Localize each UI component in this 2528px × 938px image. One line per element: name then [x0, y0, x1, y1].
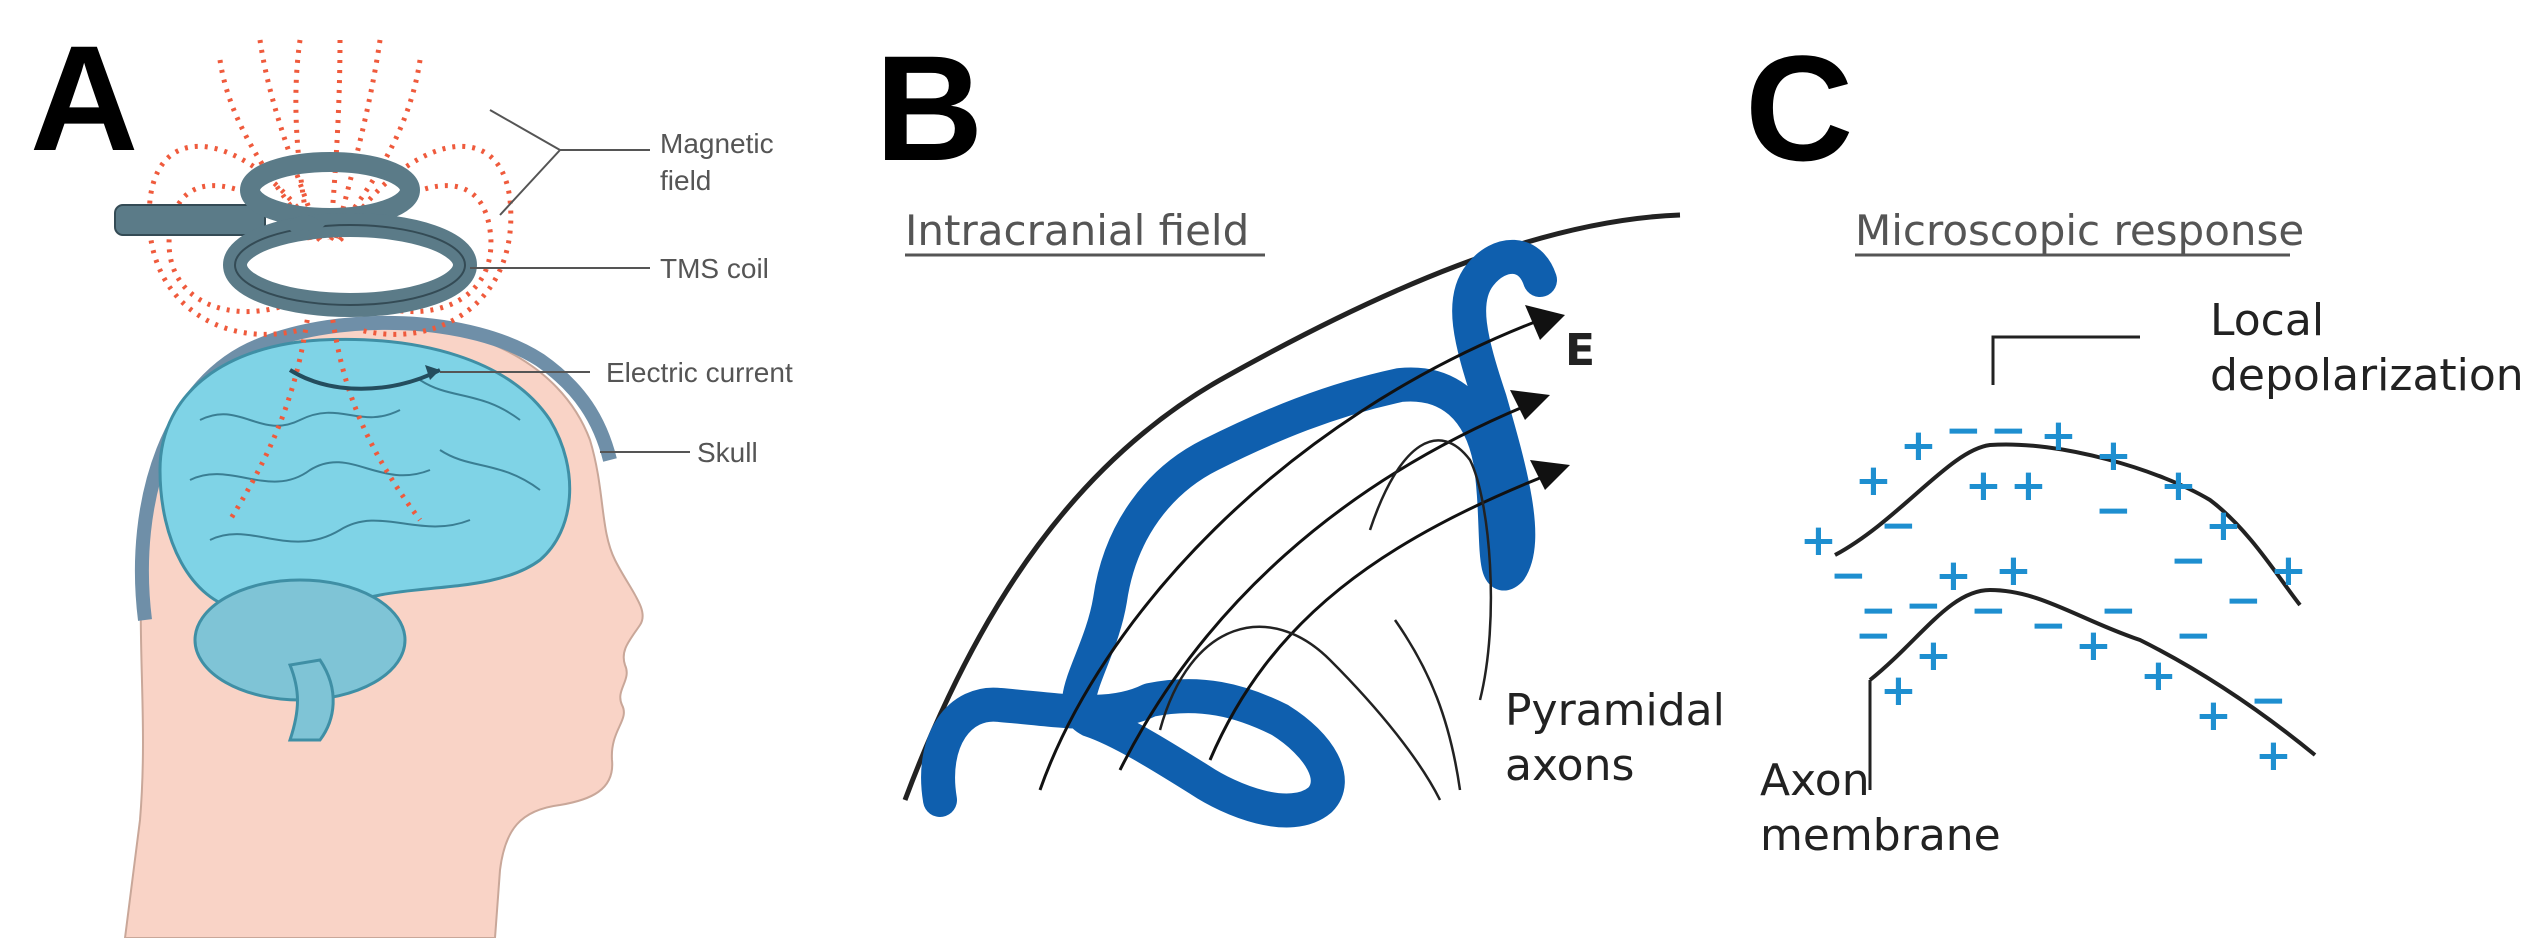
sign-plus: + — [1915, 630, 1952, 681]
sign-minus: − — [2170, 535, 2207, 586]
e-field-lines — [1038, 318, 1561, 791]
sign-plus: + — [2255, 730, 2292, 781]
label-magnetic-field-2: field — [660, 165, 711, 196]
label-depolarization: depolarization — [2210, 350, 2524, 401]
panel-b: B Intracranial field E Pyramidal axons — [875, 24, 1725, 828]
sign-plus: + — [2040, 410, 2077, 461]
sign-plus: + — [2075, 620, 2112, 671]
sign-plus: + — [1800, 515, 1837, 566]
sign-plus: + — [2140, 650, 2177, 701]
sign-plus: + — [2010, 460, 2047, 511]
panel-c: C Microscopic response Local depolarizat… — [1745, 24, 2524, 861]
sign-plus: + — [2160, 460, 2197, 511]
panel-c-letter: C — [1745, 24, 1853, 192]
panel-b-title: Intracranial field — [905, 206, 1249, 255]
sign-plus: + — [2095, 430, 2132, 481]
label-tms-coil: TMS coil — [660, 253, 769, 284]
electric-current-arrow — [288, 368, 441, 391]
label-electric-current: Electric current — [606, 357, 793, 388]
sign-plus: + — [1995, 545, 2032, 596]
label-skull: Skull — [697, 437, 758, 468]
sign-minus: − — [2225, 575, 2262, 626]
skull-outline — [902, 212, 1681, 801]
label-pyramidal-1: Pyramidal — [1505, 685, 1725, 736]
tms-coil-icon — [114, 152, 477, 317]
sign-minus: − — [1830, 550, 1867, 601]
sign-minus: − — [2175, 610, 2212, 661]
sign-minus: − — [2100, 585, 2137, 636]
sign-plus: + — [1935, 550, 1972, 601]
pyramidal-axons — [1158, 439, 1493, 801]
label-local: Local — [2210, 295, 2324, 346]
sign-minus: − — [2095, 485, 2132, 536]
sign-minus: − — [1990, 405, 2027, 456]
sign-minus: − — [1905, 580, 1942, 631]
panel-a-letter: A — [30, 14, 138, 182]
e-arrowhead-1 — [1525, 305, 1565, 340]
sign-plus: + — [1900, 420, 1937, 471]
sign-minus: − — [1970, 585, 2007, 636]
skull-band — [134, 315, 617, 621]
sign-plus: + — [2205, 500, 2242, 551]
a-leader-lines — [440, 109, 690, 453]
sign-plus: + — [2270, 545, 2307, 596]
panel-c-title: Microscopic response — [1855, 206, 2304, 255]
membrane-upper — [1834, 442, 2302, 607]
label-axon: Axon — [1760, 755, 1870, 806]
sign-plus: + — [1855, 455, 1892, 506]
sign-plus: + — [1880, 665, 1917, 716]
brain-folds — [189, 379, 541, 543]
panel-a: A — [30, 14, 793, 938]
sign-minus: − — [1880, 500, 1917, 551]
e-field-label: E — [1565, 325, 1595, 376]
label-pyramidal-2: axons — [1505, 740, 1634, 791]
membrane-lower — [1868, 587, 2317, 757]
sign-minus: − — [1860, 585, 1897, 636]
panel-b-letter: B — [875, 24, 983, 192]
sign-plus: + — [2195, 690, 2232, 741]
local-depol-leader — [1991, 335, 2140, 385]
sign-minus: − — [2250, 675, 2287, 726]
label-membrane: membrane — [1760, 810, 2001, 861]
brain-icon — [158, 337, 572, 615]
e-arrowhead-2 — [1510, 390, 1550, 420]
sign-minus: − — [1945, 405, 1982, 456]
brainstem-icon — [287, 658, 335, 742]
charge-signs: + − + − + − − + + + + − + + − + − + + − … — [1800, 405, 2307, 781]
cortex-fold — [921, 239, 1557, 828]
label-magnetic-field-1: Magnetic — [660, 128, 774, 159]
sign-minus: − — [1855, 610, 1892, 661]
sign-minus: − — [2030, 600, 2067, 651]
e-arrowhead-3 — [1530, 460, 1570, 490]
sign-plus: + — [1965, 460, 2002, 511]
electric-current-arrowhead — [425, 365, 440, 380]
